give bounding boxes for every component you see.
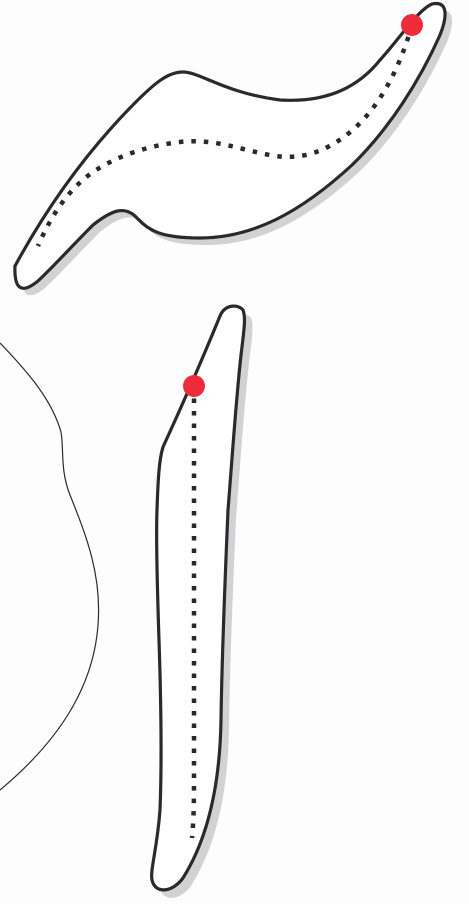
straight-stroke-start-dot: [183, 375, 205, 397]
curved-stroke-start-dot: [401, 14, 423, 36]
reference-curve: [0, 343, 99, 790]
curved-stroke: [15, 3, 452, 295]
straight-stroke: [152, 306, 253, 898]
